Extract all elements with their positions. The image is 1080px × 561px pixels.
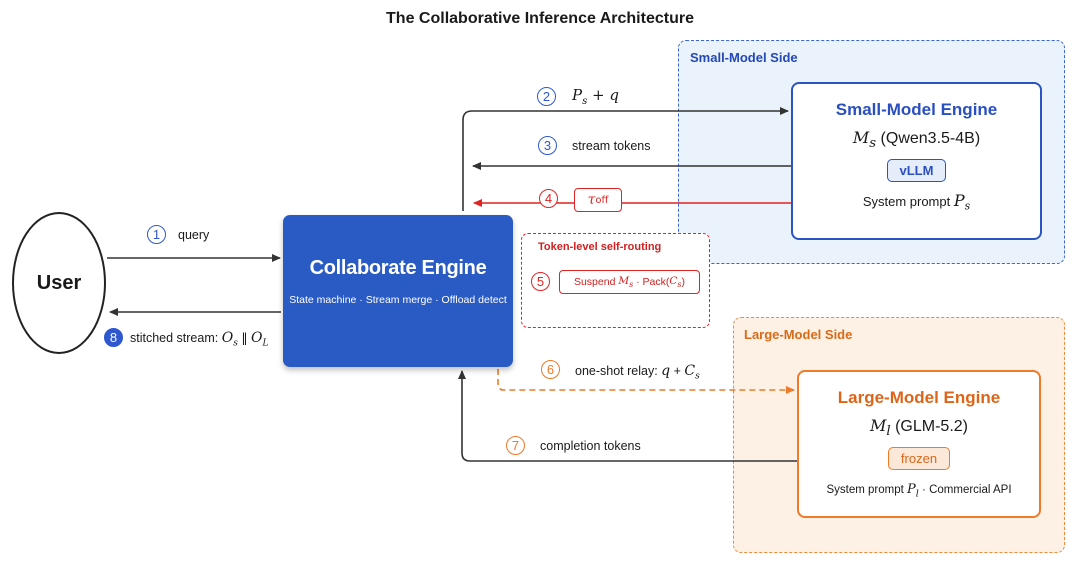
step-1-badge: 1 (147, 225, 166, 244)
step-7-badge: 7 (506, 436, 525, 455)
small-model-side-label: Small-Model Side (690, 50, 798, 65)
step-4-badge: 4 (539, 189, 558, 208)
large-engine-title: Large-Model Engine (837, 388, 1001, 407)
vllm-badge: vLLM (886, 159, 947, 183)
arrow-one-shot-relay (497, 369, 795, 394)
step-6-badge: 6 (541, 360, 560, 379)
large-model-engine: Large-Model Engine Ml (GLM-5.2) frozen S… (797, 370, 1041, 518)
user-node: User (12, 212, 106, 354)
collaborate-engine-title: Collaborate Engine (309, 257, 487, 279)
user-label: User (36, 271, 82, 294)
step-8-badge: 8 (104, 328, 123, 347)
small-engine-system-prompt: System prompt Ps (862, 191, 971, 213)
step-5-badge: 5 (531, 272, 550, 291)
collaborate-engine: Collaborate Engine State machine · Strea… (283, 215, 513, 367)
step-2-badge: 2 (537, 87, 556, 106)
step-1-label: query (178, 228, 210, 242)
step-2-label: Ps + q (572, 86, 619, 107)
diagram-title: The Collaborative Inference Architecture (386, 10, 694, 27)
step-7-label: completion tokens (540, 439, 641, 453)
small-engine-title: Small-Model Engine (835, 100, 998, 119)
suspend-pack-box: Suspend Ms · Pack(Cs) (559, 270, 700, 294)
arrow-prompt-query (462, 107, 789, 211)
step-3-badge: 3 (538, 136, 557, 155)
arrow-completion-tokens (458, 370, 797, 462)
large-engine-system-prompt: System prompt Pl · Commercial API (826, 482, 1012, 500)
small-engine-model: Ms (Qwen3.5-4B) (852, 128, 981, 152)
step-3-label: stream tokens (572, 139, 651, 153)
collaborate-engine-subtitle: State machine · Stream merge · Offload d… (289, 294, 507, 306)
routing-title: Token-level self-routing (538, 241, 662, 253)
large-engine-model: Ml (GLM-5.2) (869, 416, 968, 440)
small-model-engine: Small-Model Engine Ms (Qwen3.5-4B) vLLM … (791, 82, 1042, 240)
large-model-side-label: Large-Model Side (744, 327, 853, 342)
frozen-badge: frozen (887, 447, 951, 471)
step-6-label: one-shot relay: q + Cs (575, 363, 700, 382)
step-8-label: stitched stream: Os ‖ OL (130, 330, 269, 349)
